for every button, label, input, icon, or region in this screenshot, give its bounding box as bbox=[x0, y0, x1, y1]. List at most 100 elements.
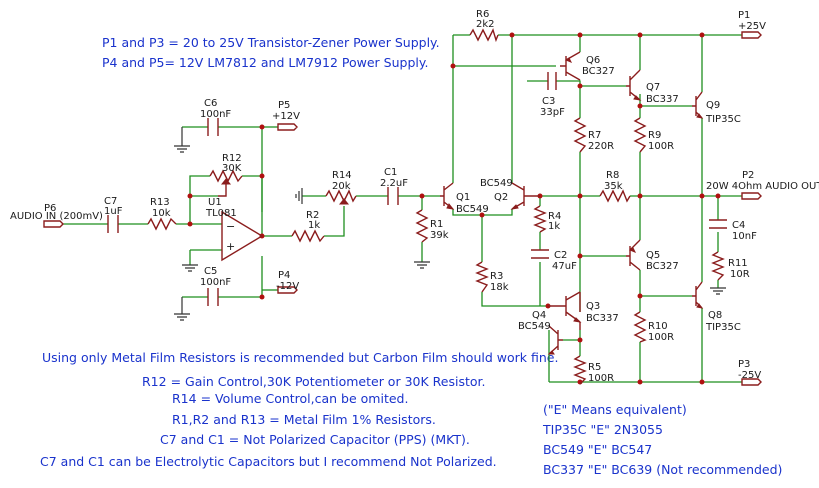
transistor-q9[interactable]: Q9 TIP35C bbox=[692, 91, 741, 125]
resistor-r8[interactable]: R8 35k bbox=[599, 170, 631, 203]
resistor-r9[interactable]: R9 100R bbox=[633, 117, 674, 153]
transistor-q2[interactable]: Q2 BC549 bbox=[480, 178, 540, 210]
c4-value: 10nF bbox=[732, 231, 757, 242]
c3-ref: C3 bbox=[542, 96, 555, 107]
equiv-2: TIP35C "E" 2N3055 bbox=[542, 422, 663, 437]
r7-value: 220R bbox=[588, 141, 614, 152]
port-p1-ref: P1 bbox=[738, 10, 750, 21]
r12-value: 30K bbox=[222, 163, 242, 174]
c2-value: 47uF bbox=[552, 261, 577, 272]
potentiometer-r14[interactable]: R14 20k bbox=[325, 170, 357, 205]
r13-value: 10k bbox=[152, 208, 171, 219]
resistor-r5[interactable]: R5 100R bbox=[573, 355, 614, 385]
port-p6[interactable]: P6 AUDIO IN (200mV) bbox=[10, 203, 103, 228]
resistor-r7[interactable]: R7 220R bbox=[573, 117, 614, 153]
opamp-plus-icon: + bbox=[226, 240, 235, 253]
resistor-r11[interactable]: R11 10R bbox=[711, 251, 750, 281]
u1-ref: U1 bbox=[208, 197, 222, 208]
capacitor-c3[interactable]: C3 33pF bbox=[540, 72, 565, 118]
r5-value: 100R bbox=[588, 373, 614, 384]
r6-ref: R6 bbox=[476, 9, 489, 20]
capacitor-c6[interactable]: C6 100nF bbox=[200, 98, 231, 136]
opamp-minus-icon: − bbox=[226, 220, 235, 233]
r10-value: 100R bbox=[648, 332, 674, 343]
r4-ref: R4 bbox=[548, 211, 561, 222]
c7-ref: C7 bbox=[104, 196, 117, 207]
q1-ref: Q1 bbox=[456, 192, 470, 203]
port-p3[interactable]: P3 -25V bbox=[738, 359, 762, 386]
c4-ref: C4 bbox=[732, 220, 745, 231]
r10-ref: R10 bbox=[648, 321, 668, 332]
transistor-q7[interactable]: Q7 BC337 bbox=[626, 69, 679, 105]
port-p5[interactable]: P5 +12V bbox=[272, 100, 300, 131]
transistor-q1[interactable]: Q1 BC549 bbox=[440, 182, 489, 215]
capacitor-c1[interactable]: C1 2.2uF bbox=[380, 167, 408, 205]
transistor-q4[interactable]: Q4 BC549 bbox=[518, 310, 563, 355]
resistor-r6[interactable]: R6 2k2 bbox=[469, 9, 499, 43]
port-p2[interactable]: P2 20W 4Ohm AUDIO OUT bbox=[706, 170, 819, 200]
q4-value: BC549 bbox=[518, 321, 551, 332]
note-bottom-5: C7 and C1 = Not Polarized Capacitor (PPS… bbox=[160, 432, 470, 447]
q7-value: BC337 bbox=[646, 94, 679, 105]
opamp-u1[interactable]: − + U1 TL081 bbox=[205, 197, 264, 262]
capacitor-c4[interactable]: C4 10nF bbox=[709, 219, 757, 242]
capacitor-c7[interactable]: C7 1uF bbox=[104, 196, 123, 233]
transistor-q6[interactable]: Q6 BC327 bbox=[560, 51, 615, 81]
port-p6-ref: P6 bbox=[44, 203, 56, 214]
resistor-r1[interactable]: R1 39k bbox=[415, 209, 449, 243]
q8-ref: Q8 bbox=[708, 310, 722, 321]
port-p3-ref: P3 bbox=[738, 359, 750, 370]
potentiometer-r12[interactable]: R12 30K bbox=[209, 153, 243, 197]
transistor-q5[interactable]: Q5 BC327 bbox=[626, 239, 679, 272]
r11-value: 10R bbox=[730, 269, 750, 280]
c2-ref: C2 bbox=[554, 250, 567, 261]
c1-value: 2.2uF bbox=[380, 178, 408, 189]
q3-value: BC337 bbox=[586, 313, 619, 324]
note-bottom-6: C7 and C1 can be Electrolytic Capacitors… bbox=[40, 454, 497, 469]
q8-value: TIP35C bbox=[705, 322, 741, 333]
r3-value: 18k bbox=[490, 282, 509, 293]
equiv-1: ("E" Means equivalent) bbox=[543, 402, 687, 417]
resistor-r10[interactable]: R10 100R bbox=[633, 311, 674, 343]
equiv-3: BC549 "E" BC547 bbox=[543, 442, 652, 457]
equiv-4: BC337 "E" BC639 (Not recommended) bbox=[543, 462, 782, 477]
c5-value: 100nF bbox=[200, 277, 231, 288]
resistor-r13[interactable]: R13 10k bbox=[147, 197, 177, 231]
port-p1[interactable]: P1 +25V bbox=[738, 10, 766, 39]
c1-ref: C1 bbox=[384, 167, 397, 178]
q4-ref: Q4 bbox=[532, 310, 546, 321]
q1-value: BC549 bbox=[456, 204, 489, 215]
note-top-2: P4 and P5= 12V LM7812 and LM7912 Power S… bbox=[102, 55, 428, 70]
transistor-q3[interactable]: Q3 BC337 bbox=[548, 291, 619, 330]
r13-ref: R13 bbox=[150, 197, 170, 208]
port-p4-ref: P4 bbox=[278, 270, 290, 281]
port-p2-ref: P2 bbox=[742, 170, 754, 181]
q2-ref: Q2 bbox=[494, 192, 508, 203]
r1-ref: R1 bbox=[430, 219, 443, 230]
resistor-r3[interactable]: R3 18k bbox=[475, 261, 509, 293]
note-bottom-3: R14 = Volume Control,can be omited. bbox=[172, 391, 408, 406]
resistor-r2[interactable]: R2 1k bbox=[291, 210, 325, 243]
port-p4[interactable]: P4 -12V bbox=[276, 270, 299, 294]
q6-ref: Q6 bbox=[586, 55, 600, 66]
ground-icon bbox=[174, 127, 190, 153]
capacitor-c5[interactable]: C5 100nF bbox=[200, 266, 231, 306]
u1-value: TL081 bbox=[205, 208, 237, 219]
resistor-r4[interactable]: R4 1k bbox=[533, 205, 561, 233]
note-bottom-2: R12 = Gain Control,30K Potentiometer or … bbox=[142, 374, 485, 389]
capacitor-c2[interactable]: C2 47uF bbox=[531, 249, 577, 272]
r6-value: 2k2 bbox=[476, 19, 495, 30]
ground-symbols bbox=[174, 127, 726, 321]
r8-ref: R8 bbox=[606, 170, 619, 181]
port-p3-value: -25V bbox=[738, 370, 761, 381]
r11-ref: R11 bbox=[728, 258, 748, 269]
port-p2-value: 20W 4Ohm AUDIO OUT bbox=[706, 181, 819, 192]
r14-value: 20k bbox=[332, 181, 351, 192]
r4-value: 1k bbox=[548, 221, 560, 232]
transistor-q8[interactable]: Q8 TIP35C bbox=[692, 281, 741, 333]
c5-ref: C5 bbox=[204, 266, 217, 277]
port-p1-value: +25V bbox=[738, 21, 766, 32]
q3-ref: Q3 bbox=[586, 301, 600, 312]
port-p4-value: -12V bbox=[276, 281, 299, 292]
